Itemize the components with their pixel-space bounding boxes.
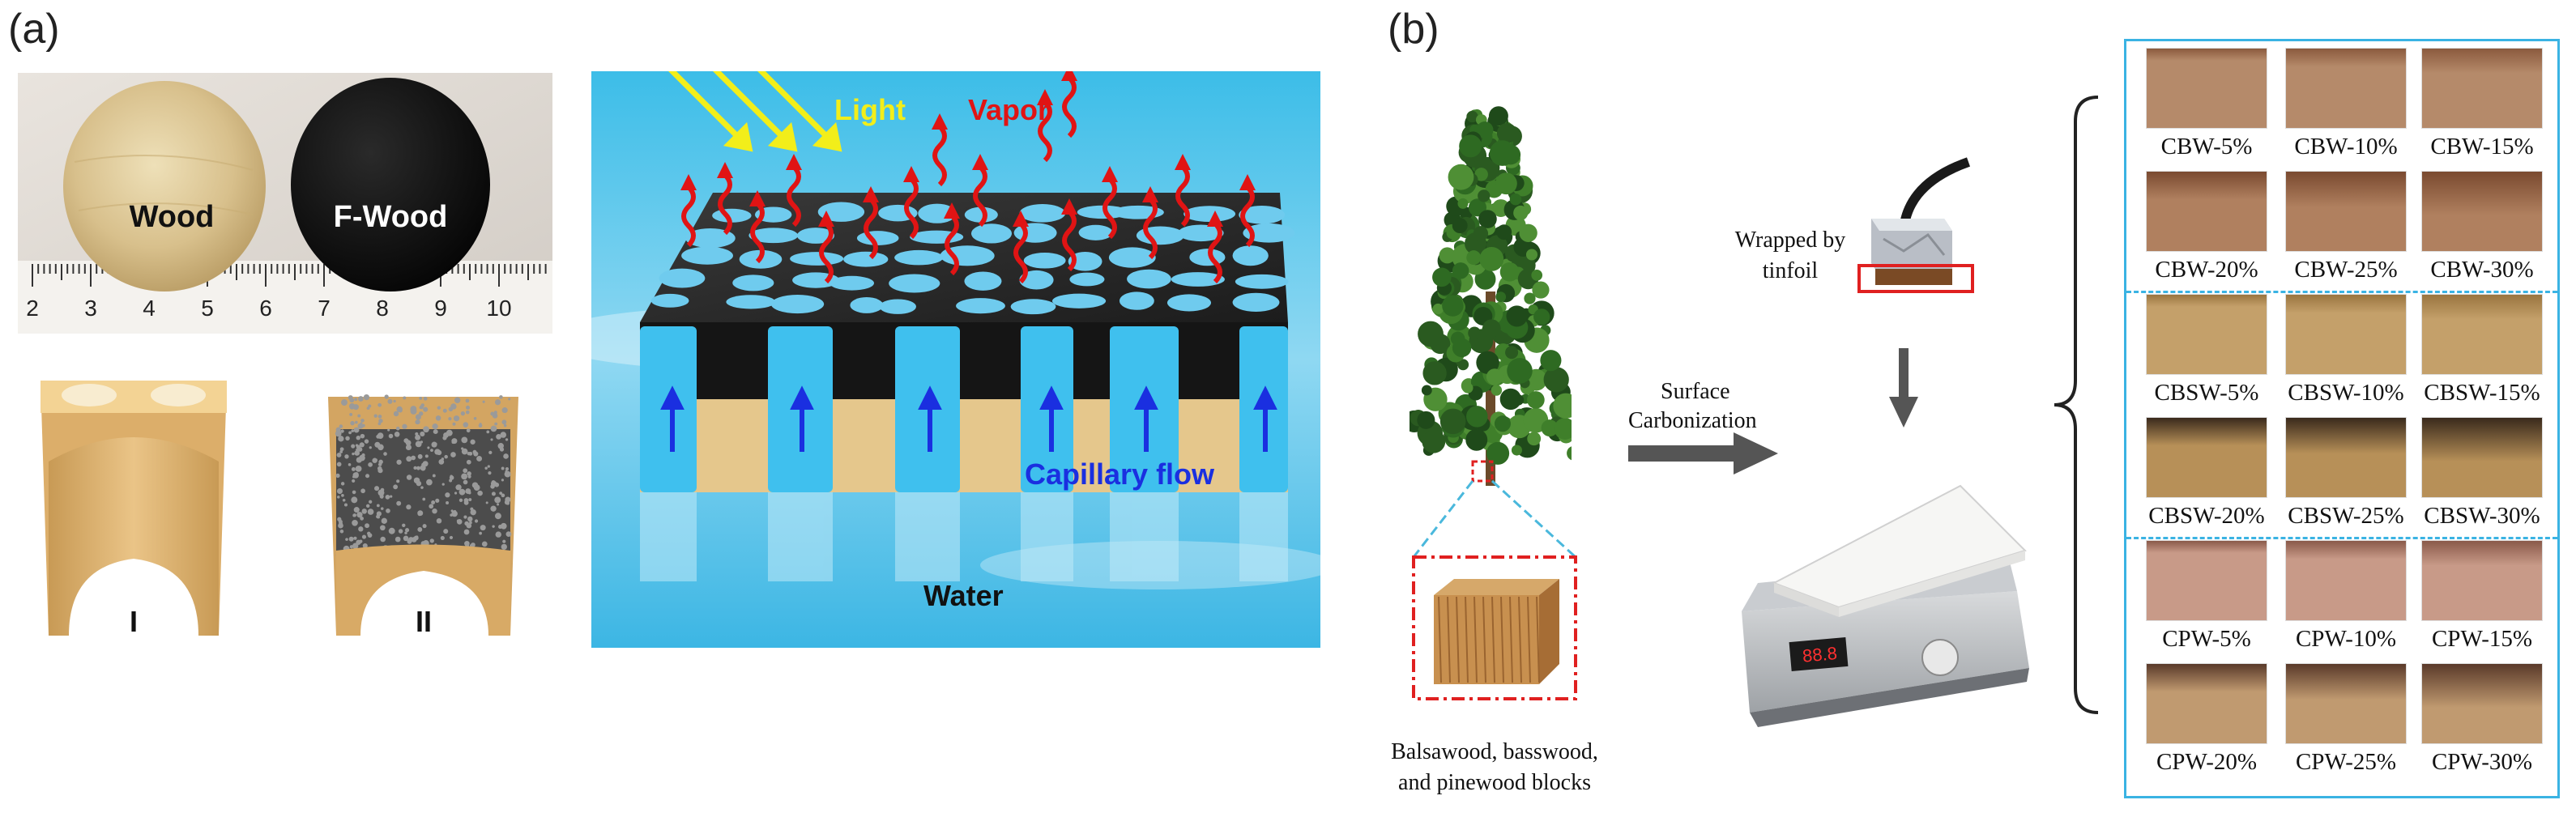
panel-b-tag: (b) bbox=[1388, 6, 1439, 53]
ruler-number: 2 bbox=[26, 296, 39, 321]
sample-swatch bbox=[2146, 171, 2267, 252]
sample-swatch bbox=[2285, 540, 2407, 621]
process-arrow bbox=[1628, 429, 1782, 478]
ruler-number: 7 bbox=[318, 296, 331, 321]
sample-label: CPW-15% bbox=[2431, 626, 2533, 652]
light-label: Light bbox=[834, 93, 906, 126]
sample-grid: CBW-5% CBW-10% CBW-15% CBW-20% CBW-25% CBW-30… bbox=[2124, 39, 2560, 798]
blocks-caption-line1: Balsawood, basswood, bbox=[1391, 739, 1598, 764]
sample-label: CBSW-30% bbox=[2424, 503, 2540, 529]
blocks-caption-line2: and pinewood blocks bbox=[1398, 770, 1591, 795]
grouping-brace bbox=[2049, 89, 2106, 721]
channel-ii-label: II bbox=[416, 605, 432, 638]
ruler-number: 10 bbox=[486, 296, 511, 321]
sample-swatch bbox=[2146, 294, 2267, 375]
down-arrow bbox=[1887, 348, 1920, 429]
blocks-caption: Balsawood, basswood, and pinewood blocks bbox=[1385, 737, 1604, 798]
sample-label: CBSW-5% bbox=[2154, 380, 2259, 406]
sample-swatch bbox=[2146, 540, 2267, 621]
ruler-number: 3 bbox=[84, 296, 97, 321]
sample-swatch bbox=[2421, 294, 2543, 375]
evaporation-schematic: Light Vapor Capillary flow Water bbox=[543, 65, 1337, 648]
channel-i-label: I bbox=[130, 605, 138, 638]
sample-label: CBSW-15% bbox=[2424, 380, 2540, 406]
sample-label: CPW-30% bbox=[2431, 749, 2533, 775]
sample-label: CPW-10% bbox=[2295, 626, 2397, 652]
sample-label: CBW-5% bbox=[2160, 134, 2253, 160]
sample-swatch bbox=[2285, 294, 2407, 375]
sample-swatch bbox=[2146, 417, 2267, 498]
surface-carbonization-label: Surface Carbonization bbox=[1628, 377, 1790, 436]
water-label: Water bbox=[923, 579, 1004, 612]
tree-illustration bbox=[1403, 97, 1582, 486]
channel-i-diagram: I bbox=[16, 364, 251, 648]
sample-swatch bbox=[2421, 48, 2543, 129]
ruler-number: 5 bbox=[201, 296, 214, 321]
sample-swatch bbox=[2285, 171, 2407, 252]
fwood-disk bbox=[291, 78, 490, 291]
wood-label: Wood bbox=[130, 200, 215, 234]
sample-label: CPW-25% bbox=[2295, 749, 2397, 775]
block-zoom bbox=[1401, 453, 1588, 761]
sample-label: CBW-30% bbox=[2430, 257, 2534, 283]
surface-label-line1: Surface bbox=[1661, 379, 1730, 404]
sample-swatch bbox=[2146, 48, 2267, 129]
sample-swatch bbox=[2146, 663, 2267, 744]
tinfoil-sample bbox=[1855, 154, 1977, 308]
sample-swatch bbox=[2421, 663, 2543, 744]
sample-label: CBW-10% bbox=[2294, 134, 2398, 160]
wrapped-label: Wrapped by tinfoil bbox=[1709, 225, 1871, 287]
sample-label: CBSW-20% bbox=[2148, 503, 2265, 529]
group-divider bbox=[2126, 291, 2557, 293]
ruler-number: 9 bbox=[434, 296, 447, 321]
ruler-number: 8 bbox=[376, 296, 389, 321]
fwood-label: F-Wood bbox=[334, 200, 448, 234]
sample-swatch bbox=[2421, 540, 2543, 621]
wood-photo: Wood F-Wood 2 3 4 5 6 7 8 9 10 bbox=[18, 73, 552, 334]
sample-label: CBW-15% bbox=[2430, 134, 2534, 160]
wrapped-label-line2: tinfoil bbox=[1762, 258, 1819, 283]
sample-label: CBSW-25% bbox=[2288, 503, 2404, 529]
sample-swatch bbox=[2285, 663, 2407, 744]
sample-swatch bbox=[2421, 417, 2543, 498]
sample-grid-inner: CBW-5% CBW-10% CBW-15% CBW-20% CBW-25% CBW-30… bbox=[2126, 41, 2557, 796]
channel-ii-diagram: II bbox=[304, 364, 547, 648]
vapor-label: Vapor bbox=[968, 93, 1049, 126]
sample-label: CBW-25% bbox=[2294, 257, 2398, 283]
sample-label: CBSW-10% bbox=[2288, 380, 2404, 406]
hotplate-display: 88.8 bbox=[1802, 643, 1838, 666]
surface-label-line2: Carbonization bbox=[1628, 408, 1757, 433]
ruler-number: 6 bbox=[259, 296, 272, 321]
sample-swatch bbox=[2285, 48, 2407, 129]
capillary-label: Capillary flow bbox=[1025, 457, 1215, 491]
wood-disk bbox=[63, 81, 266, 291]
light-arrows bbox=[666, 65, 842, 152]
sample-label: CPW-5% bbox=[2162, 626, 2251, 652]
ruler-number: 4 bbox=[143, 296, 156, 321]
group-divider bbox=[2126, 537, 2557, 539]
sample-swatch bbox=[2421, 171, 2543, 252]
wrapped-label-line1: Wrapped by bbox=[1734, 228, 1846, 253]
sample-swatch bbox=[2285, 417, 2407, 498]
sample-label: CPW-20% bbox=[2156, 749, 2258, 775]
hotplate: 88.8 bbox=[1725, 470, 2041, 737]
panel-a-tag: (a) bbox=[8, 6, 60, 53]
sample-label: CBW-20% bbox=[2155, 257, 2258, 283]
